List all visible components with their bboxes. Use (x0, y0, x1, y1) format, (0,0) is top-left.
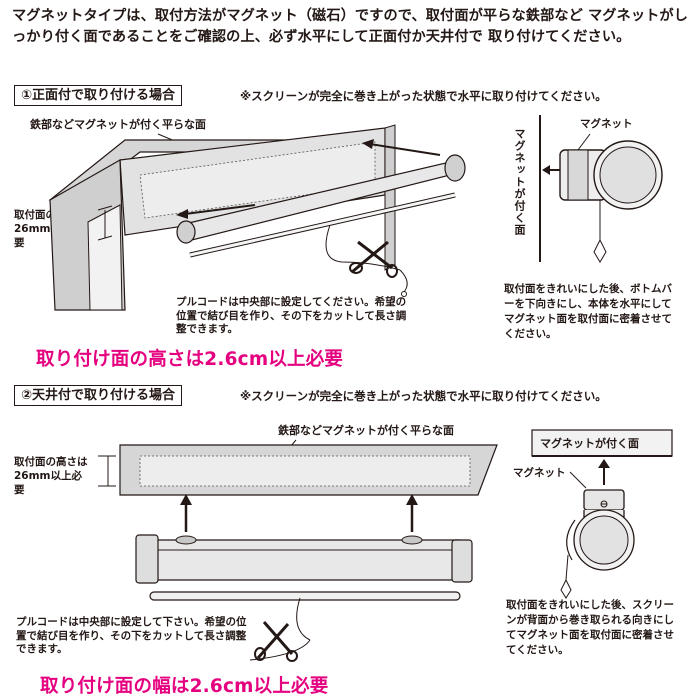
section1-detail-vertical-label: マグネットが付く面 (513, 128, 526, 236)
section2-detail-surface-label: マグネットが付く面 (540, 437, 639, 450)
scissors-icon-2 (254, 621, 298, 662)
scissors-icon (349, 240, 398, 278)
section2-note: ※スクリーンが完全に巻き上がった状態で水平に取り付けてください。 (240, 389, 607, 403)
section2-detail-instruction: 取付面をきれいにした後、スクリーンが背面から巻き取られる向きにしてマグネット面を… (506, 599, 674, 656)
section1-title: ①正面付で取り付ける場合 (14, 85, 183, 106)
intro-paragraph: マグネットタイプは、取付方法がマグネット（磁石）ですので、取付面が平らな鉄部など… (12, 8, 688, 45)
section1-warning: 取り付け面の高さは2.6cm以上必要 (36, 349, 344, 370)
section1-detail-magnet-label: マグネット (580, 118, 633, 130)
section2-height-label: 取付面の高さは26mm以上必要 (14, 456, 88, 496)
section1-surface-label: 鉄部などマグネットが付く平らな面 (30, 118, 206, 131)
section2-surface-label: 鉄部などマグネットが付く平らな面 (278, 424, 454, 437)
section1-detail-instruction: 取付面をきれいにした後、ボトムバーを下向きにし、本体を水平にしてマグネット面を取… (504, 283, 672, 340)
section2-pullcord-note: プルコードは中央部に設定して下さい。希望の位置で結び目を作り、その下をカットして… (16, 616, 247, 655)
section1-note: ※スクリーンが完全に巻き上がった状態で水平に取り付けてください。 (240, 89, 607, 103)
section1-pullcord-note: プルコードは中央部に設定してください。希望の位置で結び目を作り、その下をカットし… (176, 296, 407, 335)
section2-warning: 取り付け面の幅は2.6cm以上必要 (40, 676, 329, 697)
section2-title: ②天井付で取り付ける場合 (14, 385, 183, 406)
section2-detail-magnet-label: マグネット (513, 467, 566, 479)
